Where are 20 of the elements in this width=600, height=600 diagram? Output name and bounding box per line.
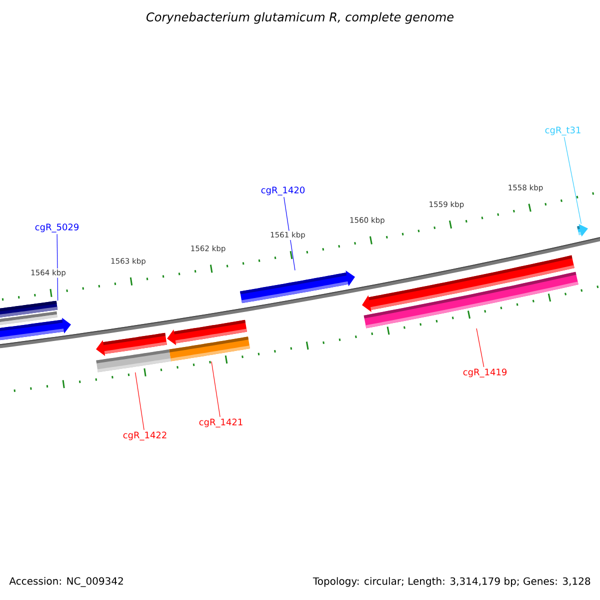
leader-line (211, 361, 220, 418)
info-text: Topology: circular; Length: 3,314,179 bp; Genes: 3,128 (312, 577, 590, 587)
gene-label: cgR_t31 (545, 126, 580, 136)
leader-line (476, 328, 484, 368)
gene-feature (577, 224, 588, 237)
gene-label: cgR_1419 (463, 368, 507, 378)
gene-band (0, 300, 58, 318)
gene-feature (240, 270, 355, 304)
gene-label: cgR_5029 (35, 224, 79, 232)
leader-line (135, 372, 144, 430)
leader-line (284, 196, 296, 271)
gene-label: cgR_1420 (261, 186, 305, 196)
gene-band (364, 272, 578, 328)
gene-band (96, 349, 171, 372)
gene-band (169, 336, 250, 362)
title: Corynebacterium glutamicum R, complete genome (146, 12, 454, 24)
info-text: Accession: NC_009342 (9, 577, 123, 587)
gene-label: cgR_1422 (123, 432, 166, 440)
gene-label: cgR_1421 (199, 418, 242, 428)
leader-line (564, 136, 582, 224)
